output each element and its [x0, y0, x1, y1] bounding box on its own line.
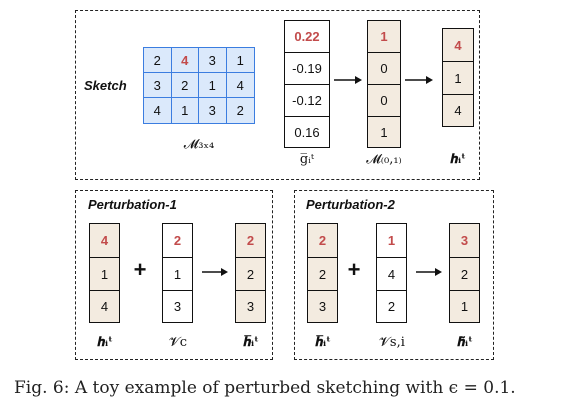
p1-hbar-cell: 2	[236, 258, 265, 291]
g-cell: 0.16	[294, 124, 320, 140]
p1-v-label: 𝓥c	[168, 335, 188, 350]
p2-v-cell: 4	[377, 258, 406, 291]
g-label: g̅ᵢᵗ	[299, 152, 315, 167]
arrow-icon	[334, 76, 362, 84]
matrix-cell: 1	[199, 73, 227, 98]
p1-h-cell: 4	[90, 224, 119, 258]
h-column: 4 1 4	[442, 28, 474, 127]
p2-v-label: 𝓥s,i	[379, 335, 405, 350]
plus-icon: +	[133, 257, 147, 282]
matrix-cell: 3	[199, 48, 227, 73]
perturbation-1-panel	[75, 190, 273, 360]
arrow-icon	[416, 268, 442, 276]
p2-htilde-column: 3 2 1	[449, 223, 480, 323]
p2-htilde-cell: 2	[450, 258, 479, 291]
p2-htilde-label: 𝒉̃ᵢᵗ	[457, 335, 473, 350]
plus-icon: +	[347, 257, 361, 282]
matrix-cell: 4	[171, 48, 199, 73]
p1-v-cell: 1	[163, 258, 192, 291]
arrow-icon	[202, 268, 228, 276]
p1-hbar-cell: 2	[236, 224, 265, 258]
matrix-cell: 2	[171, 73, 199, 98]
p2-v-cell: 2	[387, 299, 396, 314]
h-cell: 4	[454, 103, 462, 118]
matrix-label: 𝓜₃ₓ₄	[183, 137, 215, 152]
m-cell: 1	[368, 21, 400, 53]
arrow-icon	[405, 76, 433, 84]
p1-h-cell: 4	[100, 299, 109, 314]
matrix-cell: 3	[199, 98, 227, 123]
p1-h-column: 4 1 4	[89, 223, 120, 323]
sketch-matrix: 2 4 3 1 3 2 1 4 4 1 3 2	[143, 47, 255, 124]
h-cell: 1	[443, 62, 473, 95]
m-cell: 0	[368, 85, 400, 117]
figure-caption: Fig. 6: A toy example of perturbed sketc…	[14, 378, 516, 398]
p1-v-column: 2 1 3	[162, 223, 193, 323]
matrix-cell: 4	[226, 73, 254, 98]
g-cell: -0.12	[285, 85, 329, 117]
matrix-cell: 4	[144, 98, 172, 123]
p1-v-cell: 3	[173, 299, 182, 314]
p1-hbar-label: 𝒉̅ᵢᵗ	[243, 335, 259, 350]
matrix-cell: 3	[144, 73, 172, 98]
m-cell: 0	[368, 53, 400, 85]
g-column: 0.22 -0.19 -0.12 0.16	[284, 20, 330, 148]
matrix-cell: 1	[226, 48, 254, 73]
p1-hbar-column: 2 2 3	[235, 223, 266, 323]
g-cell: 0.22	[285, 21, 329, 53]
h-cell: 4	[443, 29, 473, 62]
m-cell: 1	[380, 124, 388, 140]
perturbation-2-title: Perturbation-2	[306, 197, 395, 212]
p2-htilde-cell: 1	[460, 299, 469, 314]
sketch-title: Sketch	[84, 78, 127, 93]
p2-v-cell: 1	[377, 224, 406, 258]
sketch-panel	[75, 10, 480, 180]
g-cell: -0.19	[285, 53, 329, 85]
p1-h-cell: 1	[90, 258, 119, 291]
h-label: 𝒉ᵢᵗ	[450, 152, 466, 167]
p2-htilde-cell: 3	[450, 224, 479, 258]
p1-hbar-cell: 3	[246, 299, 255, 314]
p2-hbar-cell: 3	[318, 299, 327, 314]
m-column: 1 0 0 1	[367, 20, 401, 148]
p2-v-column: 1 4 2	[376, 223, 407, 323]
p1-h-label: 𝒉ᵢᵗ	[97, 335, 113, 350]
p2-hbar-cell: 2	[308, 258, 337, 291]
perturbation-1-title: Perturbation-1	[88, 197, 177, 212]
p1-v-cell: 2	[163, 224, 192, 258]
matrix-cell: 1	[172, 98, 199, 123]
m-label: 𝓜₍₀,₁₎	[366, 152, 402, 167]
matrix-cell: 2	[236, 103, 244, 118]
matrix-cell: 2	[144, 48, 172, 73]
perturbation-2-panel	[294, 190, 494, 360]
p2-hbar-cell: 2	[308, 224, 337, 258]
p2-hbar-column: 2 2 3	[307, 223, 338, 323]
p2-hbar-label: 𝒉̅ᵢᵗ	[315, 335, 331, 350]
